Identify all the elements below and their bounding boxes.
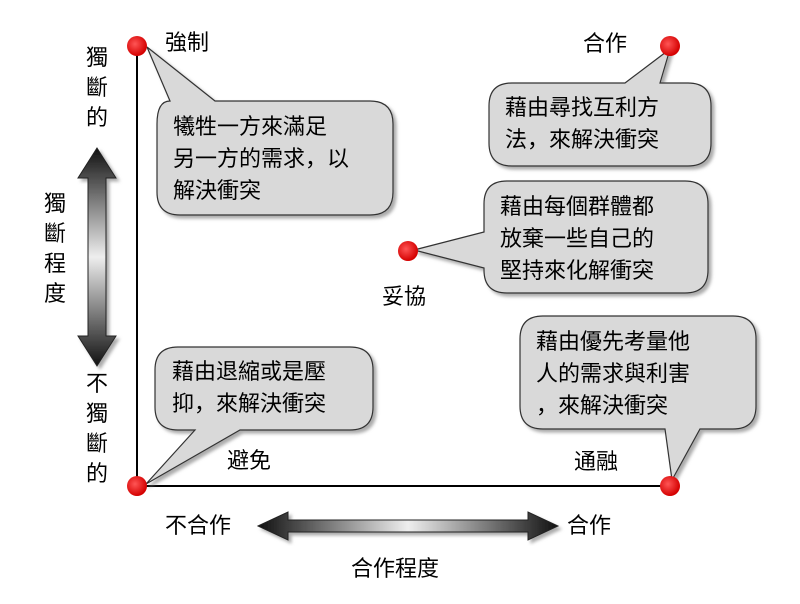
bubble-compromise-shape bbox=[413, 180, 709, 294]
label-compromise: 妥協 bbox=[382, 285, 427, 310]
y-axis-top-label: 獨斷的 bbox=[85, 46, 108, 131]
desc-avoid: 藉由退縮或是壓 抑，來解決衝突 bbox=[172, 360, 327, 417]
desc-compete: 犧牲一方來滿足 另一方的需求，以 解決衝突 bbox=[173, 115, 350, 204]
y-axis-bottom-label: 不獨斷的 bbox=[85, 372, 108, 487]
bubble-collaborate-shape bbox=[488, 47, 712, 167]
label-accommodate: 通融 bbox=[574, 450, 619, 475]
x-axis-right-label: 合作 bbox=[567, 514, 612, 539]
dot-accommodate bbox=[660, 476, 680, 496]
bubble-compete-shape bbox=[146, 46, 394, 216]
label-avoid: 避免 bbox=[227, 449, 272, 474]
desc-collaborate: 藉由尋找互利方 法，來解決衝突 bbox=[505, 96, 660, 153]
dot-compete bbox=[127, 36, 147, 56]
x-axis-title: 合作程度 bbox=[351, 557, 440, 582]
cooperation-arrow bbox=[256, 511, 560, 541]
assertiveness-arrow bbox=[77, 147, 117, 367]
x-axis-left-label: 不合作 bbox=[165, 514, 232, 539]
dot-compromise bbox=[398, 241, 418, 261]
label-compete: 強制 bbox=[165, 31, 210, 56]
bubble-avoid-shape bbox=[145, 346, 374, 485]
dot-avoid bbox=[127, 476, 147, 496]
dot-collaborate bbox=[660, 36, 680, 56]
label-collaborate: 合作 bbox=[583, 32, 628, 57]
desc-accommodate: 藉由優先考量他 人的需求與利害 ，來解決衝突 bbox=[536, 330, 691, 419]
desc-compromise: 藉由每個群體都 放棄一些自己的 堅持來化解衝突 bbox=[500, 195, 655, 284]
bubble-accommodate-shape bbox=[519, 315, 757, 482]
y-axis-title: 獨斷程度 bbox=[43, 192, 66, 307]
